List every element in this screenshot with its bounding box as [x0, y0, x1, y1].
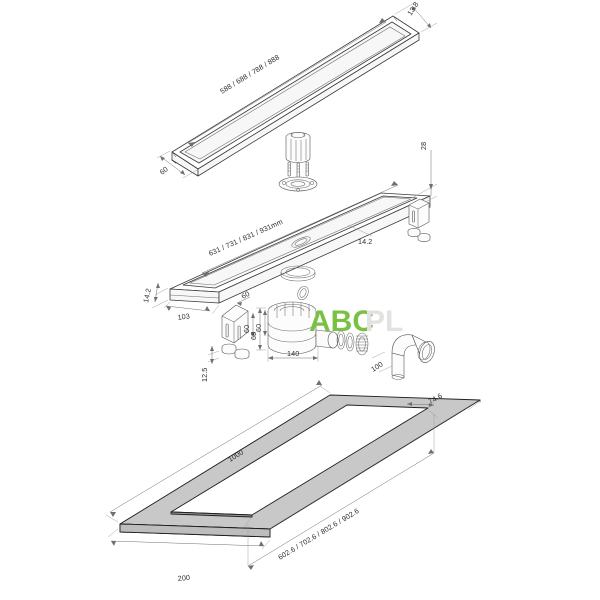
dimension-140: 140 [267, 345, 319, 362]
dim-label-68: 68 [249, 332, 258, 340]
dim-label-foot-60-a: 60 [240, 289, 251, 301]
dim-label-100: 100 [369, 360, 384, 374]
dimension-14-2-right: 14.2 [347, 224, 372, 246]
dimension-foot-60-b: 60 [242, 313, 255, 337]
view-cover-grate [171, 15, 420, 177]
dimension-12-5: 12.5 [200, 346, 220, 382]
detail-strainer-column [278, 132, 318, 192]
dim-label-14-2-left: 14.2 [141, 287, 153, 303]
dimension-cover-width-60: 60 [156, 150, 198, 179]
view-channel-body [169, 192, 431, 304]
dimension-foot-60-a: 60 [236, 289, 251, 306]
watermark-secondary: PL [365, 305, 403, 338]
detail-foot-left [221, 304, 250, 360]
detail-siphon-trap [267, 265, 369, 356]
dim-label-200: 200 [177, 573, 190, 583]
dim-label-cover-length: 588 / 688 / 788 / 888 [218, 52, 281, 95]
dim-label-28: 28 [419, 142, 428, 150]
detail-screws [287, 161, 309, 179]
dim-label-cover-width-60: 60 [158, 164, 170, 176]
dim-label-foot-60-b: 60 [242, 325, 251, 333]
dimension-68: 68 [249, 307, 266, 351]
watermark: ABC PL [309, 305, 403, 338]
watermark-primary: ABC [309, 305, 374, 338]
dim-label-foot-60-c: 60 [254, 324, 263, 332]
dimension-14-2-left: 14.2 [141, 282, 169, 309]
dimension-103: 103 [163, 301, 220, 322]
dim-label-14-2-right: 14.2 [358, 237, 372, 246]
dim-label-13-8: 13.8 [405, 0, 420, 17]
dim-label-140: 140 [287, 349, 299, 358]
view-installation-plate [119, 394, 481, 538]
detail-foot-right [407, 198, 431, 242]
dim-label-103: 103 [177, 311, 190, 322]
dim-label-12-5: 12.5 [200, 368, 209, 382]
dimension-200: 200 [107, 528, 271, 583]
dimension-foot-60-c: 60 [254, 310, 267, 336]
detail-outlet-elbow [391, 334, 435, 380]
dimension-100: 100 [369, 351, 393, 374]
